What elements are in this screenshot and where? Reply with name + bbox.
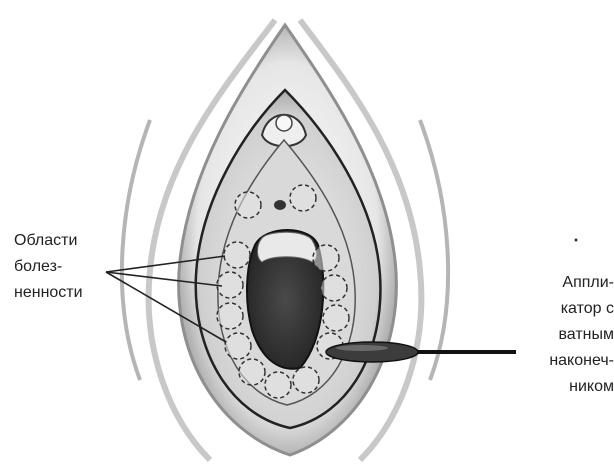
tender-point [224, 242, 250, 268]
stray-dot [575, 239, 578, 242]
tender-areas-line-2: болез- [14, 254, 83, 280]
tender-areas-label: Области болез- ненности [14, 228, 83, 306]
tender-point [217, 303, 243, 329]
tender-point [313, 245, 339, 271]
cotton-tip [326, 342, 418, 362]
applicator-line-1: Аппли- [504, 270, 614, 296]
applicator-line-4: наконеч- [504, 348, 614, 374]
cotton-applicator [326, 342, 516, 362]
tender-point [323, 305, 349, 331]
tender-point [265, 372, 291, 398]
tender-point [235, 192, 261, 218]
cotton-tip-highlight [336, 345, 388, 351]
tender-point [290, 185, 316, 211]
urethral-opening [274, 200, 286, 210]
applicator-label: Аппли- катор с ватным наконеч- ником [504, 270, 614, 400]
tender-point [239, 359, 265, 385]
applicator-line-2: катор с [504, 296, 614, 322]
applicator-line-3: ватным [504, 322, 614, 348]
tender-point [293, 367, 319, 393]
applicator-line-5: ником [504, 374, 614, 400]
tender-point [217, 272, 243, 298]
clitoris [276, 115, 292, 131]
tender-point [225, 333, 251, 359]
tender-areas-line-1: Области [14, 228, 83, 254]
tender-areas-line-3: ненности [14, 280, 83, 306]
tender-point [321, 275, 347, 301]
